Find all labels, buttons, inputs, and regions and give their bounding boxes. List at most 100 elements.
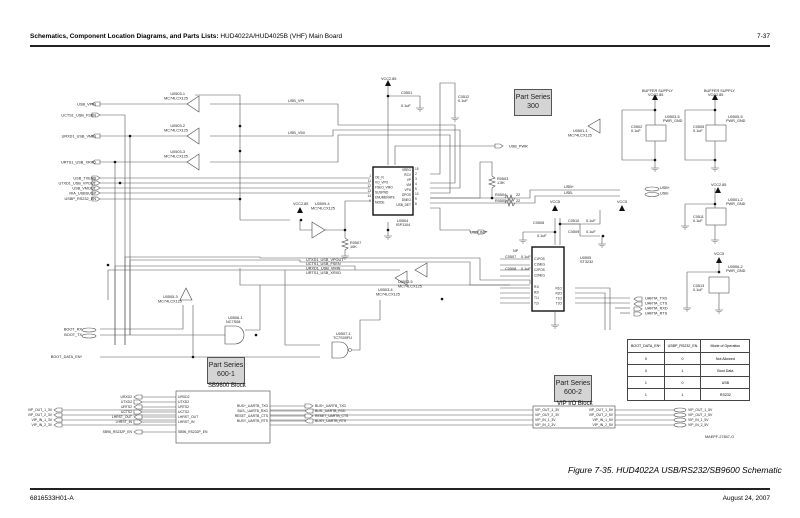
bidir-port-icon [673, 417, 687, 423]
bidir-port-icon [81, 327, 97, 333]
cap-value: 0.1uF [693, 288, 703, 292]
port-connector-icon [133, 404, 143, 410]
junction [553, 230, 557, 234]
supply-label: VCC2.85 [293, 202, 308, 206]
buffer-u0503-4 [394, 270, 408, 286]
wire [685, 188, 716, 205]
doc-number: 6816533H01-A [30, 495, 74, 502]
net-label: USB_INT* [470, 231, 488, 235]
sb9600-port-label: BUS+_UARTB_TXD [315, 404, 346, 408]
vip-pin-label: VIP_OUT_2_3V [535, 413, 560, 417]
cap-ref: C0510 [568, 219, 579, 223]
cap-value: 0.1uF [521, 267, 531, 271]
sb9600-block [175, 390, 271, 444]
part-series-600-2: Part Series 600-2 [554, 375, 592, 402]
cell: 1 [627, 388, 665, 401]
junction [254, 333, 258, 337]
cap-value: 0.1uF [458, 99, 468, 103]
port-connector-icon [477, 229, 487, 235]
port-connector-icon [133, 394, 143, 400]
buffer-u0503-2 [186, 127, 200, 145]
wire [100, 198, 290, 221]
wire [430, 189, 620, 199]
u0505-pin-label: C2NEG [534, 274, 546, 278]
sb9600-port-label: LHRST_IN [116, 420, 133, 424]
cell: 0 [663, 352, 702, 365]
cap-ref: C0512 [458, 95, 469, 99]
wire [210, 103, 456, 184]
buffer-part: MC74LCX125 [164, 155, 188, 159]
header-rule [30, 45, 770, 47]
nand-gate-u0507-1 [331, 341, 349, 359]
wire [345, 300, 381, 351]
mid-net-label: UTXD1_USB_VPOUT [306, 258, 344, 262]
bidir-port-icon [644, 186, 660, 192]
cell: Not Allowed [700, 352, 751, 365]
drawing-id: MAEPF-27847-O [705, 435, 734, 439]
junction [653, 158, 657, 162]
uart-port-label: UARTA_TXD [645, 297, 667, 301]
uart-port-label: UARTA_CTS [645, 302, 668, 306]
u0504-pin-number: 11 [368, 179, 372, 183]
wire [430, 82, 456, 175]
junction [653, 108, 657, 112]
wire [687, 258, 720, 273]
wire [124, 256, 531, 345]
sb9600-block-title: SB9600 Block [208, 383, 246, 389]
sb9600-pin-label: LHRST_OUT [178, 415, 198, 419]
port-connector-icon [633, 306, 643, 312]
cell: RS232 [700, 388, 751, 401]
sb9600-port-label: UCTS2 [121, 410, 132, 414]
vip-port-label: VIP_OUT_1_5V [688, 408, 713, 412]
port-connector-icon [304, 413, 314, 419]
resistor-value: 1.5K [497, 181, 505, 185]
cap-ref: C0511 [693, 215, 704, 219]
wire [114, 265, 400, 345]
wire [100, 114, 126, 345]
port-label: UCTS1_USB_FSEN [61, 114, 96, 118]
supply-arrow-icon [715, 187, 721, 193]
mode-header-boot: BOOT_DATA_EN* [627, 339, 665, 353]
part-series-number: 600-1 [217, 371, 235, 378]
port-connector-icon [91, 196, 101, 202]
u0504-pin-number: 9 [369, 199, 371, 203]
vip-pin-label: VIP_IN_2_5V [592, 423, 613, 427]
u0505-pin-label: C1NEG [534, 263, 546, 267]
mid-net-label: UCTS1_USB_FSEN [306, 262, 341, 266]
supply-arrow-icon [619, 205, 625, 211]
port-connector-icon [91, 159, 101, 165]
u0504-pin-label: OE_N [375, 176, 384, 180]
power-unit-ref: U0506-2 [728, 265, 743, 269]
wire [284, 270, 320, 346]
gate-part: NC7S08 [226, 320, 240, 324]
supply-label: VCC5 [714, 252, 724, 256]
junction [113, 160, 117, 164]
junction [440, 297, 444, 301]
wire [575, 292, 606, 330]
wire [100, 305, 184, 330]
sb9600-port-label: URXD2 [121, 395, 133, 399]
cap-value: 0.1uF [693, 129, 703, 133]
bidir-port-icon [673, 412, 687, 418]
header-rest: HUD4022A/HUD4025B (VHF) Main Board [220, 33, 343, 40]
gate-ref: U0507-1 [336, 332, 351, 336]
u0505-pin-label: C1POS [534, 257, 545, 261]
port-connector-icon [304, 408, 314, 414]
wire [325, 200, 370, 231]
and-gate-u0506-1 [224, 325, 245, 345]
net-label: USB_VMI [288, 131, 305, 135]
wire [299, 220, 312, 231]
u0504-pin-label: VO_VPO [375, 181, 389, 185]
cap-ref: C0513 [693, 284, 704, 288]
sb9600-pin-label: RESET_UARTB_CTS [235, 414, 269, 418]
port-connector-icon [53, 412, 63, 418]
cap-value: 0.1uF [586, 219, 596, 223]
u0504-pin-label: RCV [404, 173, 412, 177]
power-unit-type: PWR_GND [726, 202, 746, 206]
bidir-port-icon [673, 422, 687, 428]
power-unit-type: PWR_GND [663, 119, 683, 123]
port-connector-icon [91, 175, 101, 181]
sb9600-port-label: UTXD2 [121, 400, 132, 404]
port-label: URXD1_USB_VMIN [62, 135, 97, 139]
u0504-pin-number: 15 [415, 167, 419, 171]
